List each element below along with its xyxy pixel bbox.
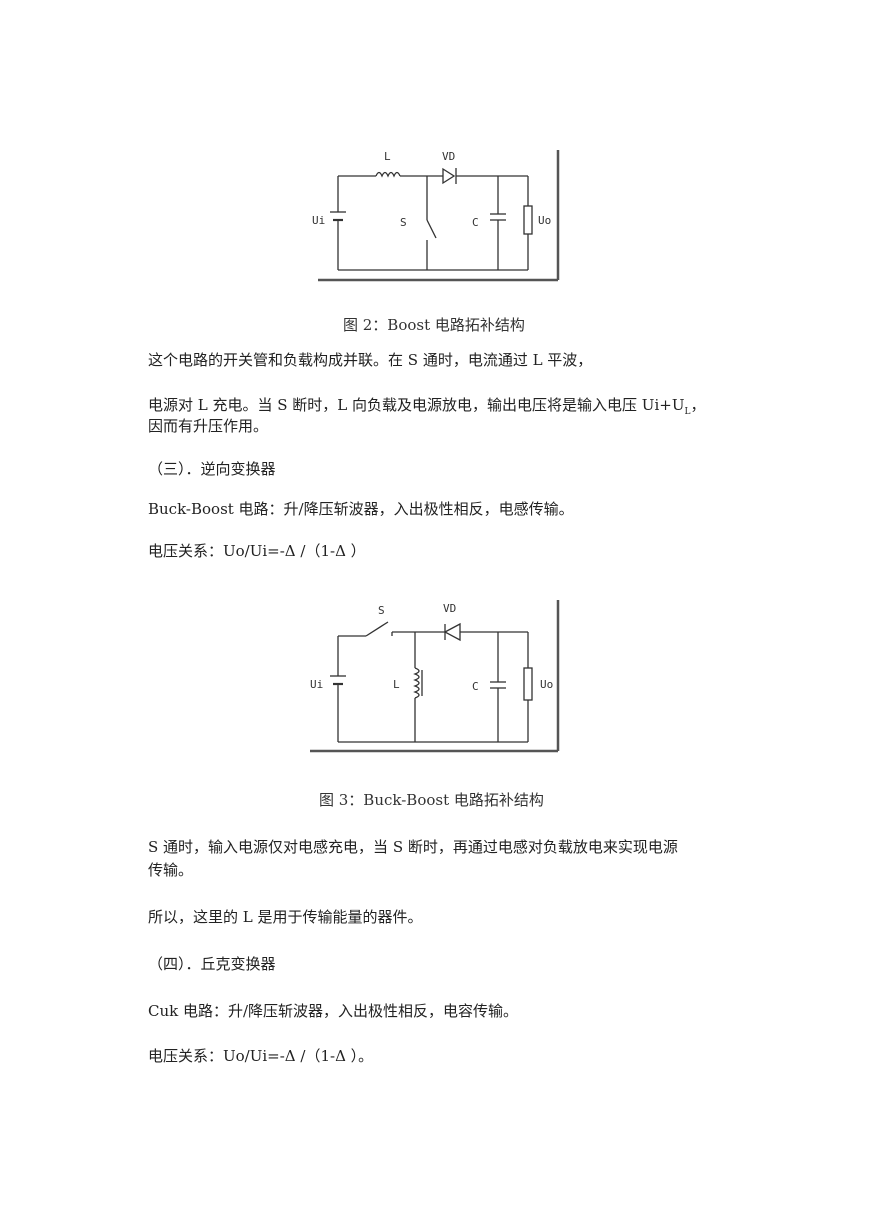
paragraph-3-line-2: 传输。 bbox=[148, 861, 194, 879]
paragraph-3-line-1: S 通时，输入电源仅对电感充电，当 S 断时，再通过电感对负载放电来实现电源 bbox=[148, 838, 678, 856]
paragraph-1: 这个电路的开关管和负载构成并联。在 S 通时，电流通过 L 平波， bbox=[148, 351, 593, 369]
paragraph-4: 所以，这里的 L 是用于传输能量的器件。 bbox=[148, 908, 423, 926]
paragraph-2-punct: ， bbox=[690, 396, 706, 414]
section-3-formula: 电压关系：Uo/Ui=-Δ /（1-Δ ） bbox=[148, 542, 366, 560]
paragraph-2-line-1: 电源对 L 充电。当 S 断时，L 向负载及电源放电，输出电压将是输入电压 Ui… bbox=[148, 394, 705, 424]
label-Uo: Uo bbox=[540, 678, 553, 691]
section-4-formula: 电压关系：Uo/Ui=-Δ /（1-Δ ）。 bbox=[148, 1047, 374, 1065]
label-Ui: Ui bbox=[310, 678, 323, 691]
label-L: L bbox=[393, 678, 400, 691]
subscript-L: L bbox=[684, 407, 691, 417]
label-Ui: Ui bbox=[312, 214, 325, 227]
label-VD: VD bbox=[442, 150, 455, 163]
paragraph-2-text: 电源对 L 充电。当 S 断时，L 向负载及电源放电，输出电压将是输入电压 Ui… bbox=[148, 396, 685, 414]
figure-2-caption: 图 2：Boost 电路拓补结构 bbox=[343, 316, 525, 334]
figure-2-boost-circuit: L VD Ui S C Uo bbox=[300, 140, 570, 285]
paragraph-2-line-2: 因而有升压作用。 bbox=[148, 417, 269, 435]
label-S: S bbox=[400, 216, 407, 229]
section-3-description: Buck-Boost 电路：升/降压斩波器，入出极性相反，电感传输。 bbox=[148, 500, 574, 518]
label-C: C bbox=[472, 216, 479, 229]
section-3-title: （三）．逆向变换器 bbox=[148, 460, 276, 478]
label-L: L bbox=[384, 150, 391, 163]
label-VD: VD bbox=[443, 602, 456, 615]
figure-3-caption: 图 3：Buck-Boost 电路拓补结构 bbox=[319, 791, 544, 809]
label-Uo: Uo bbox=[538, 214, 551, 227]
label-C: C bbox=[472, 680, 479, 693]
section-4-description: Cuk 电路：升/降压斩波器，入出极性相反，电容传输。 bbox=[148, 1002, 519, 1020]
section-4-title: （四）．丘克变换器 bbox=[148, 955, 276, 973]
figure-3-buck-boost-circuit: S VD Ui L C Uo bbox=[300, 596, 570, 756]
label-S: S bbox=[378, 604, 385, 617]
